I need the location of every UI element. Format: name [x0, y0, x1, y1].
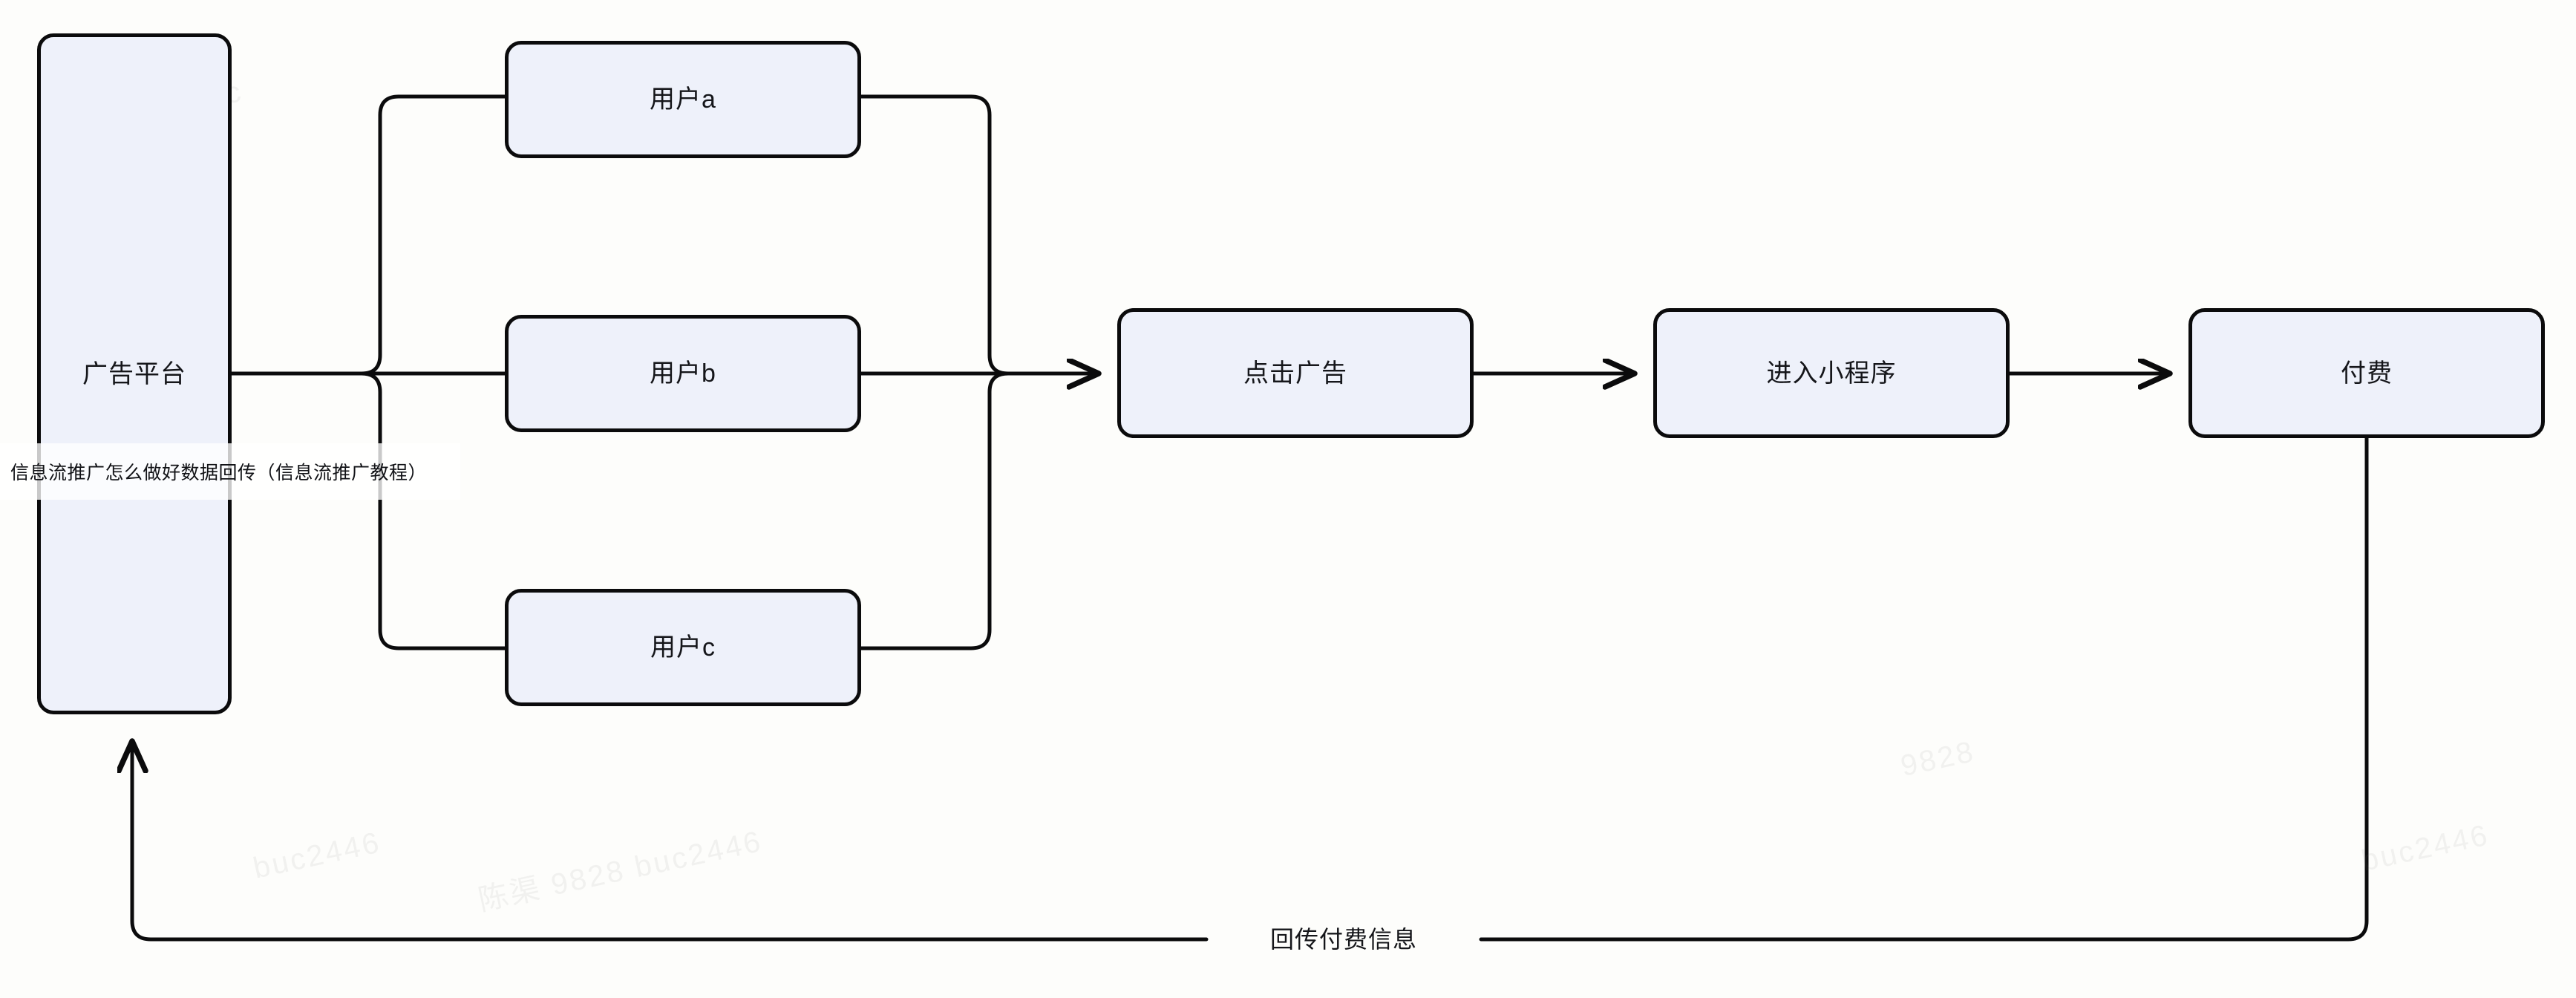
node-label-enter_mini: 进入小程序	[1766, 359, 1897, 388]
node-label-ad_platform: 广告平台	[82, 359, 186, 388]
watermark-text: 9828	[1897, 734, 1978, 783]
overlay-caption: 信息流推广怎么做好数据回传（信息流推广教程）	[0, 443, 460, 500]
node-label-user_c: 用户c	[650, 633, 716, 662]
node-label-payment: 付费	[2341, 359, 2393, 388]
node-enter_mini[interactable]: 进入小程序	[1653, 308, 2010, 438]
edge-label-feedback-label: 回传付费信息	[1253, 927, 1434, 951]
watermark-text: buc2446	[2358, 818, 2493, 878]
node-payment[interactable]: 付费	[2188, 308, 2545, 438]
edge-usera-to-merge	[859, 94, 1010, 376]
node-label-user_a: 用户a	[650, 85, 716, 114]
node-label-user_b: 用户b	[650, 359, 716, 388]
edge-payment-feedback-right	[1479, 436, 2369, 942]
node-label-click_ad: 点击广告	[1243, 359, 1347, 388]
node-user_b[interactable]: 用户b	[505, 315, 861, 432]
edge-payment-feedback-left	[132, 743, 1209, 942]
node-click_ad[interactable]: 点击广告	[1117, 308, 1474, 438]
edge-userc-to-merge	[859, 371, 1010, 650]
node-ad_platform[interactable]: 广告平台	[37, 33, 232, 714]
watermark-text: buc2446	[250, 826, 385, 885]
node-user_c[interactable]: 用户c	[505, 589, 861, 706]
node-user_a[interactable]: 用户a	[505, 41, 861, 158]
watermark-text: 陈渠 9828 buc2446	[475, 824, 765, 917]
